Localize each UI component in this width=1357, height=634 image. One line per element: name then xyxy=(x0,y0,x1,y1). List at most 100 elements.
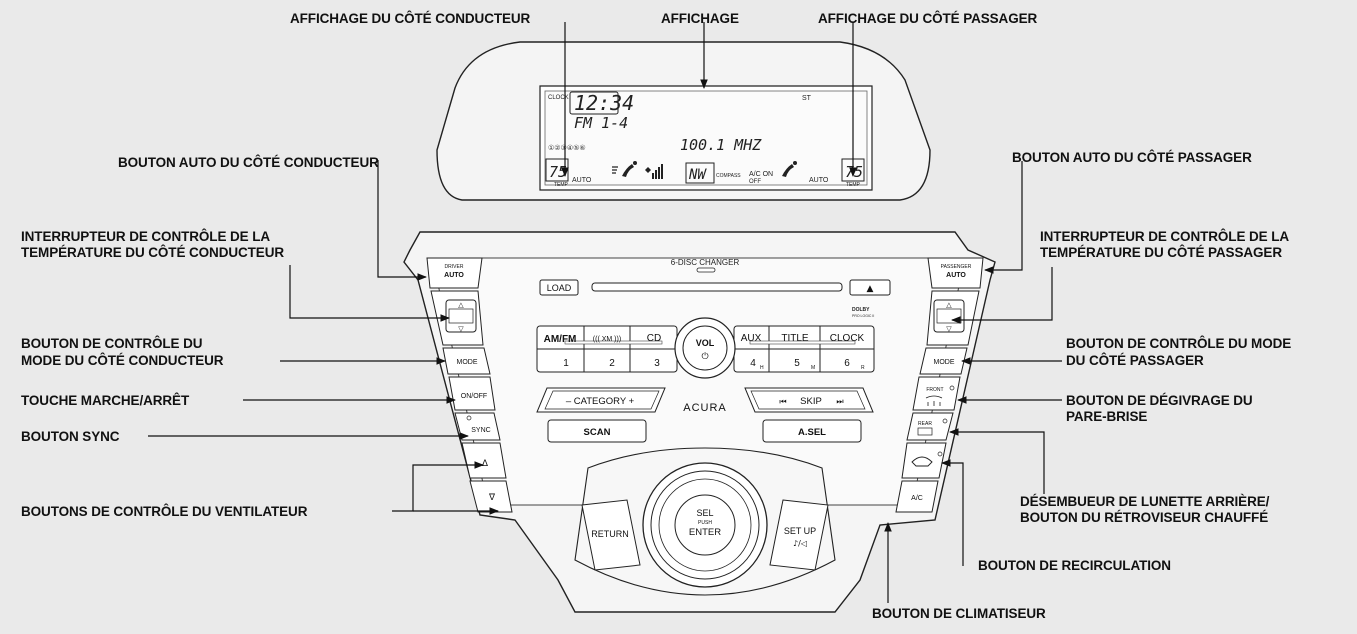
label-defrost-line2: PARE-BRISE xyxy=(1066,409,1148,424)
preset-4-sub: H xyxy=(760,365,764,371)
defrost-icon xyxy=(925,395,943,406)
eject-button[interactable] xyxy=(849,279,891,296)
a-sel-button[interactable] xyxy=(762,419,862,443)
label-ac: BOUTON DE CLIMATISEUR xyxy=(872,606,1046,621)
label-driver-display: AFFICHAGE DU CÔTÉ CONDUCTEUR xyxy=(290,11,531,26)
passenger-temp-readout: 75 xyxy=(845,163,863,181)
preset-5-button[interactable]: 5 xyxy=(794,358,800,369)
preset-1-button[interactable]: 1 xyxy=(563,358,569,369)
rear-label: REAR xyxy=(918,421,932,427)
leader-passenger-temp xyxy=(951,267,1053,324)
push-label: PUSH xyxy=(698,520,712,526)
driver-mode-label: MODE xyxy=(457,359,478,366)
ac-button[interactable] xyxy=(895,480,939,513)
preset-3-button[interactable]: 3 xyxy=(654,358,660,369)
skip-label: SKIP xyxy=(800,396,822,407)
passenger-airflow-icon xyxy=(782,161,797,177)
driver-auto-indicator: AUTO xyxy=(572,177,592,184)
leader-driver-temp xyxy=(289,265,450,322)
ac-off-indicator: OFF xyxy=(749,179,761,185)
band-indicator: FM 1-4 xyxy=(574,114,628,132)
load-button[interactable] xyxy=(539,279,579,296)
sel-label: SEL xyxy=(696,508,713,518)
driver-temp-up-icon: △ xyxy=(458,301,464,309)
fan-down-icon: ∇ xyxy=(488,493,496,503)
fan-up-icon: Δ xyxy=(482,459,489,469)
preset-6-sub: R xyxy=(861,365,865,371)
recirculation-button[interactable] xyxy=(901,442,947,479)
label-passenger-temp-line1: INTERRUPTEUR DE CONTRÔLE DE LA xyxy=(1040,229,1290,244)
setup-sub-icon: ♪/◁ xyxy=(793,539,807,548)
label-rear-defog-line1: DÉSEMBUEUR DE LUNETTE ARRIÈRE/ xyxy=(1020,494,1270,509)
am-fm-button[interactable]: AM/FM xyxy=(544,334,577,345)
preset-4-button[interactable]: 4 xyxy=(750,358,756,369)
skip-prev-icon: ⏮ xyxy=(779,397,786,406)
interface-dial[interactable] xyxy=(650,470,760,580)
label-driver-mode-line2: MODE DU CÔTÉ CONDUCTEUR xyxy=(21,353,224,368)
clock-time: 12:34 xyxy=(574,91,634,115)
passenger-mode-button[interactable] xyxy=(919,347,968,375)
dolby-logo: DOLBY xyxy=(852,307,870,313)
svg-text:▲: ▲ xyxy=(867,284,874,294)
label-recirculation: BOUTON DE RECIRCULATION xyxy=(978,558,1171,573)
scan-button[interactable] xyxy=(547,419,647,443)
driver-auto-button[interactable] xyxy=(426,257,483,289)
passenger-mode-label: MODE xyxy=(934,359,955,366)
preset-5-sub: M xyxy=(811,365,815,371)
fan-down-button[interactable] xyxy=(469,480,513,513)
label-rear-defog-line2: BOUTON DU RÉTROVISEUR CHAUFFÉ xyxy=(1020,510,1269,525)
leader-passenger-auto xyxy=(984,161,1023,274)
preset-2-button[interactable]: 2 xyxy=(609,358,615,369)
label-fan: BOUTONS DE CONTRÔLE DU VENTILATEUR xyxy=(21,504,308,519)
label-driver-auto: BOUTON AUTO DU CÔTÉ CONDUCTEUR xyxy=(118,155,379,170)
ac-on-indicator: A/C ON xyxy=(749,171,773,178)
label-passenger-mode-line2: DU CÔTÉ PASSAGER xyxy=(1066,353,1204,368)
driver-label: DRIVER xyxy=(445,264,464,270)
passenger-auto-label: AUTO xyxy=(946,272,966,279)
fan-up-button[interactable] xyxy=(461,442,507,479)
preset-indicators: ①②③④⑤⑥ xyxy=(548,144,586,152)
label-defrost-line1: BOUTON DE DÉGIVRAGE DU xyxy=(1066,393,1253,408)
label-display: AFFICHAGE xyxy=(661,11,739,26)
passenger-auto-button[interactable] xyxy=(927,257,984,289)
leader-recirculation xyxy=(941,459,964,566)
label-sync: BOUTON SYNC xyxy=(21,429,120,444)
clock-button[interactable]: CLOCK xyxy=(830,333,865,344)
passenger-label: PASSENGER xyxy=(941,264,972,270)
rear-defog-button[interactable] xyxy=(906,412,954,441)
frequency-readout: 100.1 MHZ xyxy=(680,136,762,154)
driver-auto-label: AUTO xyxy=(444,272,464,279)
airflow-icons xyxy=(612,161,663,179)
aux-button[interactable]: AUX xyxy=(741,333,762,344)
skip-next-icon: ⏭ xyxy=(836,397,843,406)
passenger-temp-up-icon: △ xyxy=(946,301,952,309)
cd-button[interactable]: CD xyxy=(647,333,661,344)
compass-label: COMPASS xyxy=(716,173,741,179)
preset-6-button[interactable]: 6 xyxy=(844,358,850,369)
svg-text:SCAN: SCAN xyxy=(584,427,611,438)
title-button[interactable]: TITLE xyxy=(781,333,809,344)
driver-mode-button[interactable] xyxy=(442,347,491,375)
return-label: RETURN xyxy=(591,529,629,539)
category-button[interactable] xyxy=(536,387,666,413)
setup-button[interactable] xyxy=(769,499,829,571)
label-driver-temp-line1: INTERRUPTEUR DE CONTRÔLE DE LA xyxy=(21,229,271,244)
setup-label: SET UP xyxy=(784,526,816,536)
front-defrost-button[interactable] xyxy=(912,376,961,411)
recirculation-icon xyxy=(911,456,933,467)
power-icon: ⏻ xyxy=(701,351,708,362)
sel-enter-button[interactable] xyxy=(674,494,736,556)
return-button[interactable] xyxy=(581,499,641,571)
label-passenger-mode-line1: BOUTON DE CONTRÔLE DU MODE xyxy=(1066,336,1292,351)
category-label: – CATEGORY + xyxy=(566,396,635,407)
skip-button[interactable] xyxy=(744,387,874,413)
volume-label: VOL xyxy=(696,338,715,348)
label-passenger-temp-line2: TEMPÉRATURE DU CÔTÉ PASSAGER xyxy=(1040,245,1282,260)
xm-button[interactable]: ((( XM ))) xyxy=(593,336,621,343)
volume-knob[interactable] xyxy=(682,325,728,371)
stereo-indicator: ST xyxy=(802,95,812,102)
cd-slot xyxy=(591,282,843,292)
rear-defog-icon xyxy=(917,427,933,436)
